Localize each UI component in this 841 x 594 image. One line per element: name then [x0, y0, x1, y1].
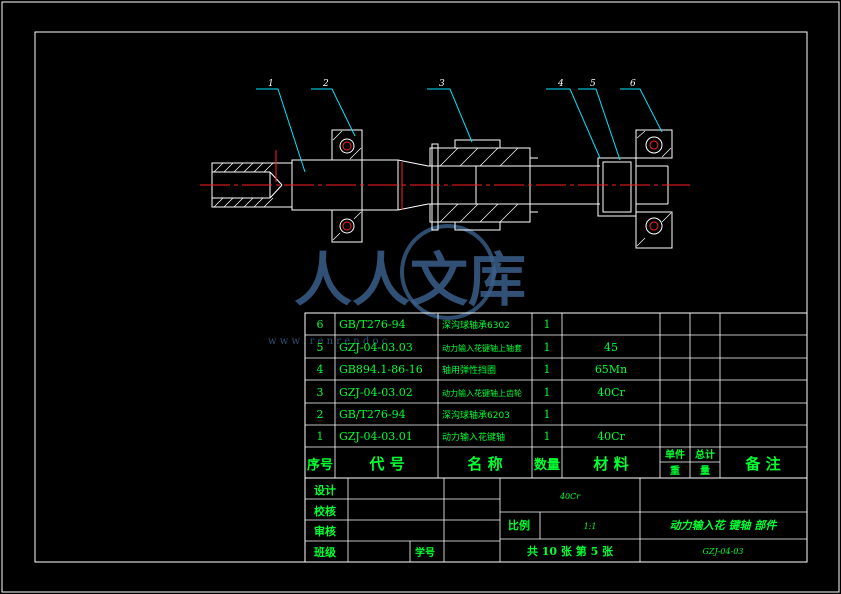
part-material: 45 — [604, 341, 618, 354]
parts-header: 序号 代 号 名 称 数量 材 料 单件 重 总计 量 备 注 — [307, 448, 781, 477]
sleeve-and-circlip — [597, 157, 669, 217]
drawing-number: GZJ-04-03 — [703, 547, 744, 556]
drawing-title: 动力输入花 键轴 部件 — [670, 519, 779, 532]
title-material: 40Cr — [559, 492, 581, 501]
part-name: 动力输入花键轴上齿轮 — [442, 388, 522, 398]
red-details — [275, 140, 659, 231]
label-student-id: 学号 — [415, 546, 435, 559]
part-no: 1 — [317, 430, 324, 443]
label-class: 班级 — [314, 545, 337, 559]
label-design: 设计 — [314, 483, 336, 497]
balloon-labels: 1 2 3 4 5 6 — [268, 79, 636, 89]
part-no: 4 — [317, 363, 324, 376]
parts-rows: 6 GB/T276-94 深沟球轴承6302 1 5 GZJ-04-03.03 … — [317, 318, 628, 443]
part-no: 3 — [317, 386, 324, 399]
part-no: 5 — [317, 341, 324, 354]
part-name: 深沟球轴承6203 — [442, 409, 510, 421]
watermark: 人人文库 w w w . r e n r e n d o c — [268, 224, 526, 347]
watermark-url: w w w . r e n r e n d o c — [268, 336, 388, 347]
header-qty: 数量 — [534, 457, 560, 473]
table-row: 4 GB894.1-86-16 轴用弹性挡圈 1 65Mn — [317, 363, 628, 376]
part-material: 40Cr — [597, 430, 625, 443]
part-no: 2 — [317, 408, 324, 421]
parts-list: 6 GB/T276-94 深沟球轴承6302 1 5 GZJ-04-03.03 … — [304, 312, 808, 479]
balloon-5: 5 — [590, 79, 596, 89]
part-qty: 1 — [544, 386, 551, 399]
part-name: 轴用弹性挡圈 — [442, 364, 496, 376]
part-name: 动力输入花键轴 — [442, 431, 505, 443]
header-unit-bottom: 重 — [670, 464, 680, 477]
table-row: 3 GZJ-04-03.02 动力输入花键轴上齿轮 1 40Cr — [317, 386, 626, 399]
part-material: 65Mn — [595, 363, 627, 376]
assembly-view — [211, 129, 673, 249]
balloon-3: 3 — [439, 79, 445, 89]
part-no: 6 — [317, 318, 324, 331]
part-code: GZJ-04-03.03 — [339, 341, 413, 354]
part-name: 动力输入花键轴上轴套 — [442, 343, 522, 353]
header-code: 代 号 — [368, 455, 404, 473]
watermark-logo-text: 人人文库 — [294, 246, 526, 314]
balloon-1: 1 — [268, 79, 274, 89]
table-row: 1 GZJ-04-03.01 动力输入花键轴 1 40Cr — [317, 430, 626, 443]
leader-lines — [256, 88, 663, 173]
header-unit-top: 单件 — [665, 448, 685, 461]
header-total-bottom: 量 — [700, 464, 710, 477]
part-material: 40Cr — [597, 386, 625, 399]
label-scale: 比例 — [508, 518, 530, 532]
part-code: GZJ-04-03.01 — [339, 430, 413, 443]
watermark-ring — [400, 224, 496, 320]
table-row: 2 GB/T276-94 深沟球轴承6203 1 — [317, 408, 551, 421]
header-remark: 备 注 — [744, 455, 780, 473]
title-block: 设计 校核 审核 班级 学号 比例 共 10 张 第 5 张 动力输入花 键轴 … — [304, 477, 808, 563]
part-code: GB/T276-94 — [339, 408, 406, 421]
balloon-6: 6 — [630, 79, 636, 89]
part-qty: 1 — [544, 341, 551, 354]
balloon-2: 2 — [322, 79, 329, 89]
part-qty: 1 — [544, 430, 551, 443]
scale-value: 1:1 — [584, 522, 597, 531]
gear — [429, 139, 538, 231]
part-code: GZJ-04-03.02 — [339, 386, 413, 399]
bearing-right — [635, 129, 673, 249]
header-name: 名 称 — [467, 455, 502, 473]
header-material: 材 料 — [593, 455, 628, 473]
table-row: 5 GZJ-04-03.03 动力输入花键轴上轴套 1 45 — [317, 341, 619, 354]
label-sheets: 共 10 张 第 5 张 — [527, 544, 614, 558]
part-qty: 1 — [544, 363, 551, 376]
balloon-4: 4 — [557, 79, 564, 89]
label-review: 审核 — [314, 524, 336, 538]
part-qty: 1 — [544, 318, 551, 331]
part-code: GB894.1-86-16 — [339, 363, 423, 376]
table-row: 6 GB/T276-94 深沟球轴承6302 1 — [317, 318, 551, 331]
part-code: GB/T276-94 — [339, 318, 406, 331]
header-total-top: 总计 — [695, 448, 715, 461]
label-check: 校核 — [314, 504, 336, 518]
bearing-left — [331, 129, 363, 243]
part-name: 深沟球轴承6302 — [442, 319, 510, 331]
part-qty: 1 — [544, 408, 551, 421]
header-no: 序号 — [307, 457, 333, 473]
